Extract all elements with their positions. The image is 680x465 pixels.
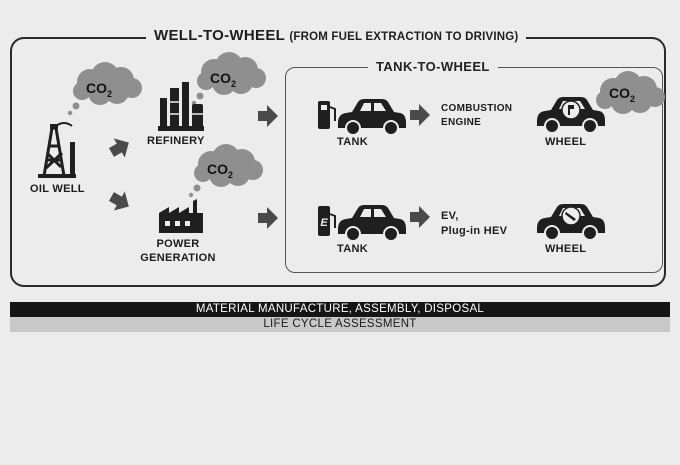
combustion-engine-label: COMBUSTION ENGINE [441, 102, 512, 130]
co2-label: CO2 [210, 70, 236, 89]
ev-line1: EV, [441, 210, 459, 222]
co2-sub: 2 [228, 169, 234, 180]
tank-electric-label: TANK [337, 243, 368, 255]
power-generation-line1: POWER [156, 238, 200, 250]
co2-base: CO [86, 80, 107, 96]
wheel-combustion-label: WHEEL [545, 136, 587, 148]
piston-icon [561, 100, 581, 120]
co2-sub: 2 [231, 78, 237, 89]
tank-to-wheel-title: TANK-TO-WHEEL [368, 59, 498, 74]
co2-base: CO [609, 85, 630, 101]
charging-station-icon: E [318, 206, 336, 236]
lca-bar: LIFE CYCLE ASSESSMENT [10, 317, 670, 332]
power-plant-icon [159, 199, 203, 233]
svg-text:E: E [320, 217, 328, 229]
manufacture-bar: MATERIAL MANUFACTURE, ASSEMBLY, DISPOSAL [10, 302, 670, 317]
co2-sub: 2 [107, 88, 113, 99]
car-icon [337, 204, 407, 242]
co2-base: CO [207, 161, 228, 177]
arrow-right-icon [410, 206, 430, 228]
combustion-line1: COMBUSTION [441, 103, 513, 114]
co2-base: CO [210, 70, 231, 86]
co2-label: CO2 [207, 161, 233, 180]
arrow-right-icon [410, 104, 430, 126]
car-icon [337, 98, 407, 136]
refinery-label: REFINERY [147, 135, 205, 147]
wheel-electric-label: WHEEL [545, 243, 587, 255]
ev-line2: Plug-in HEV [441, 225, 508, 237]
ev-label: EV, Plug-in HEV [441, 209, 507, 239]
oil-well-icon [38, 122, 76, 178]
electric-motor-icon [561, 206, 581, 226]
oil-well-label: OIL WELL [30, 183, 85, 195]
co2-sub: 2 [630, 93, 636, 104]
tank-fuel-label: TANK [337, 136, 368, 148]
combustion-line2: ENGINE [441, 117, 482, 128]
arrow-right-icon [258, 105, 278, 127]
title-main: WELL-TO-WHEEL [154, 27, 285, 44]
well-to-wheel-title: WELL-TO-WHEEL (FROM FUEL EXTRACTION TO D… [146, 27, 527, 44]
power-generation-label: POWER GENERATION [132, 237, 224, 265]
co2-label: CO2 [609, 85, 635, 104]
title-subtitle: (FROM FUEL EXTRACTION TO DRIVING) [289, 31, 519, 43]
power-generation-line2: GENERATION [140, 252, 216, 264]
arrow-right-icon [258, 207, 278, 229]
fuel-pump-icon [318, 101, 336, 129]
refinery-icon [158, 82, 204, 131]
co2-label: CO2 [86, 80, 112, 99]
